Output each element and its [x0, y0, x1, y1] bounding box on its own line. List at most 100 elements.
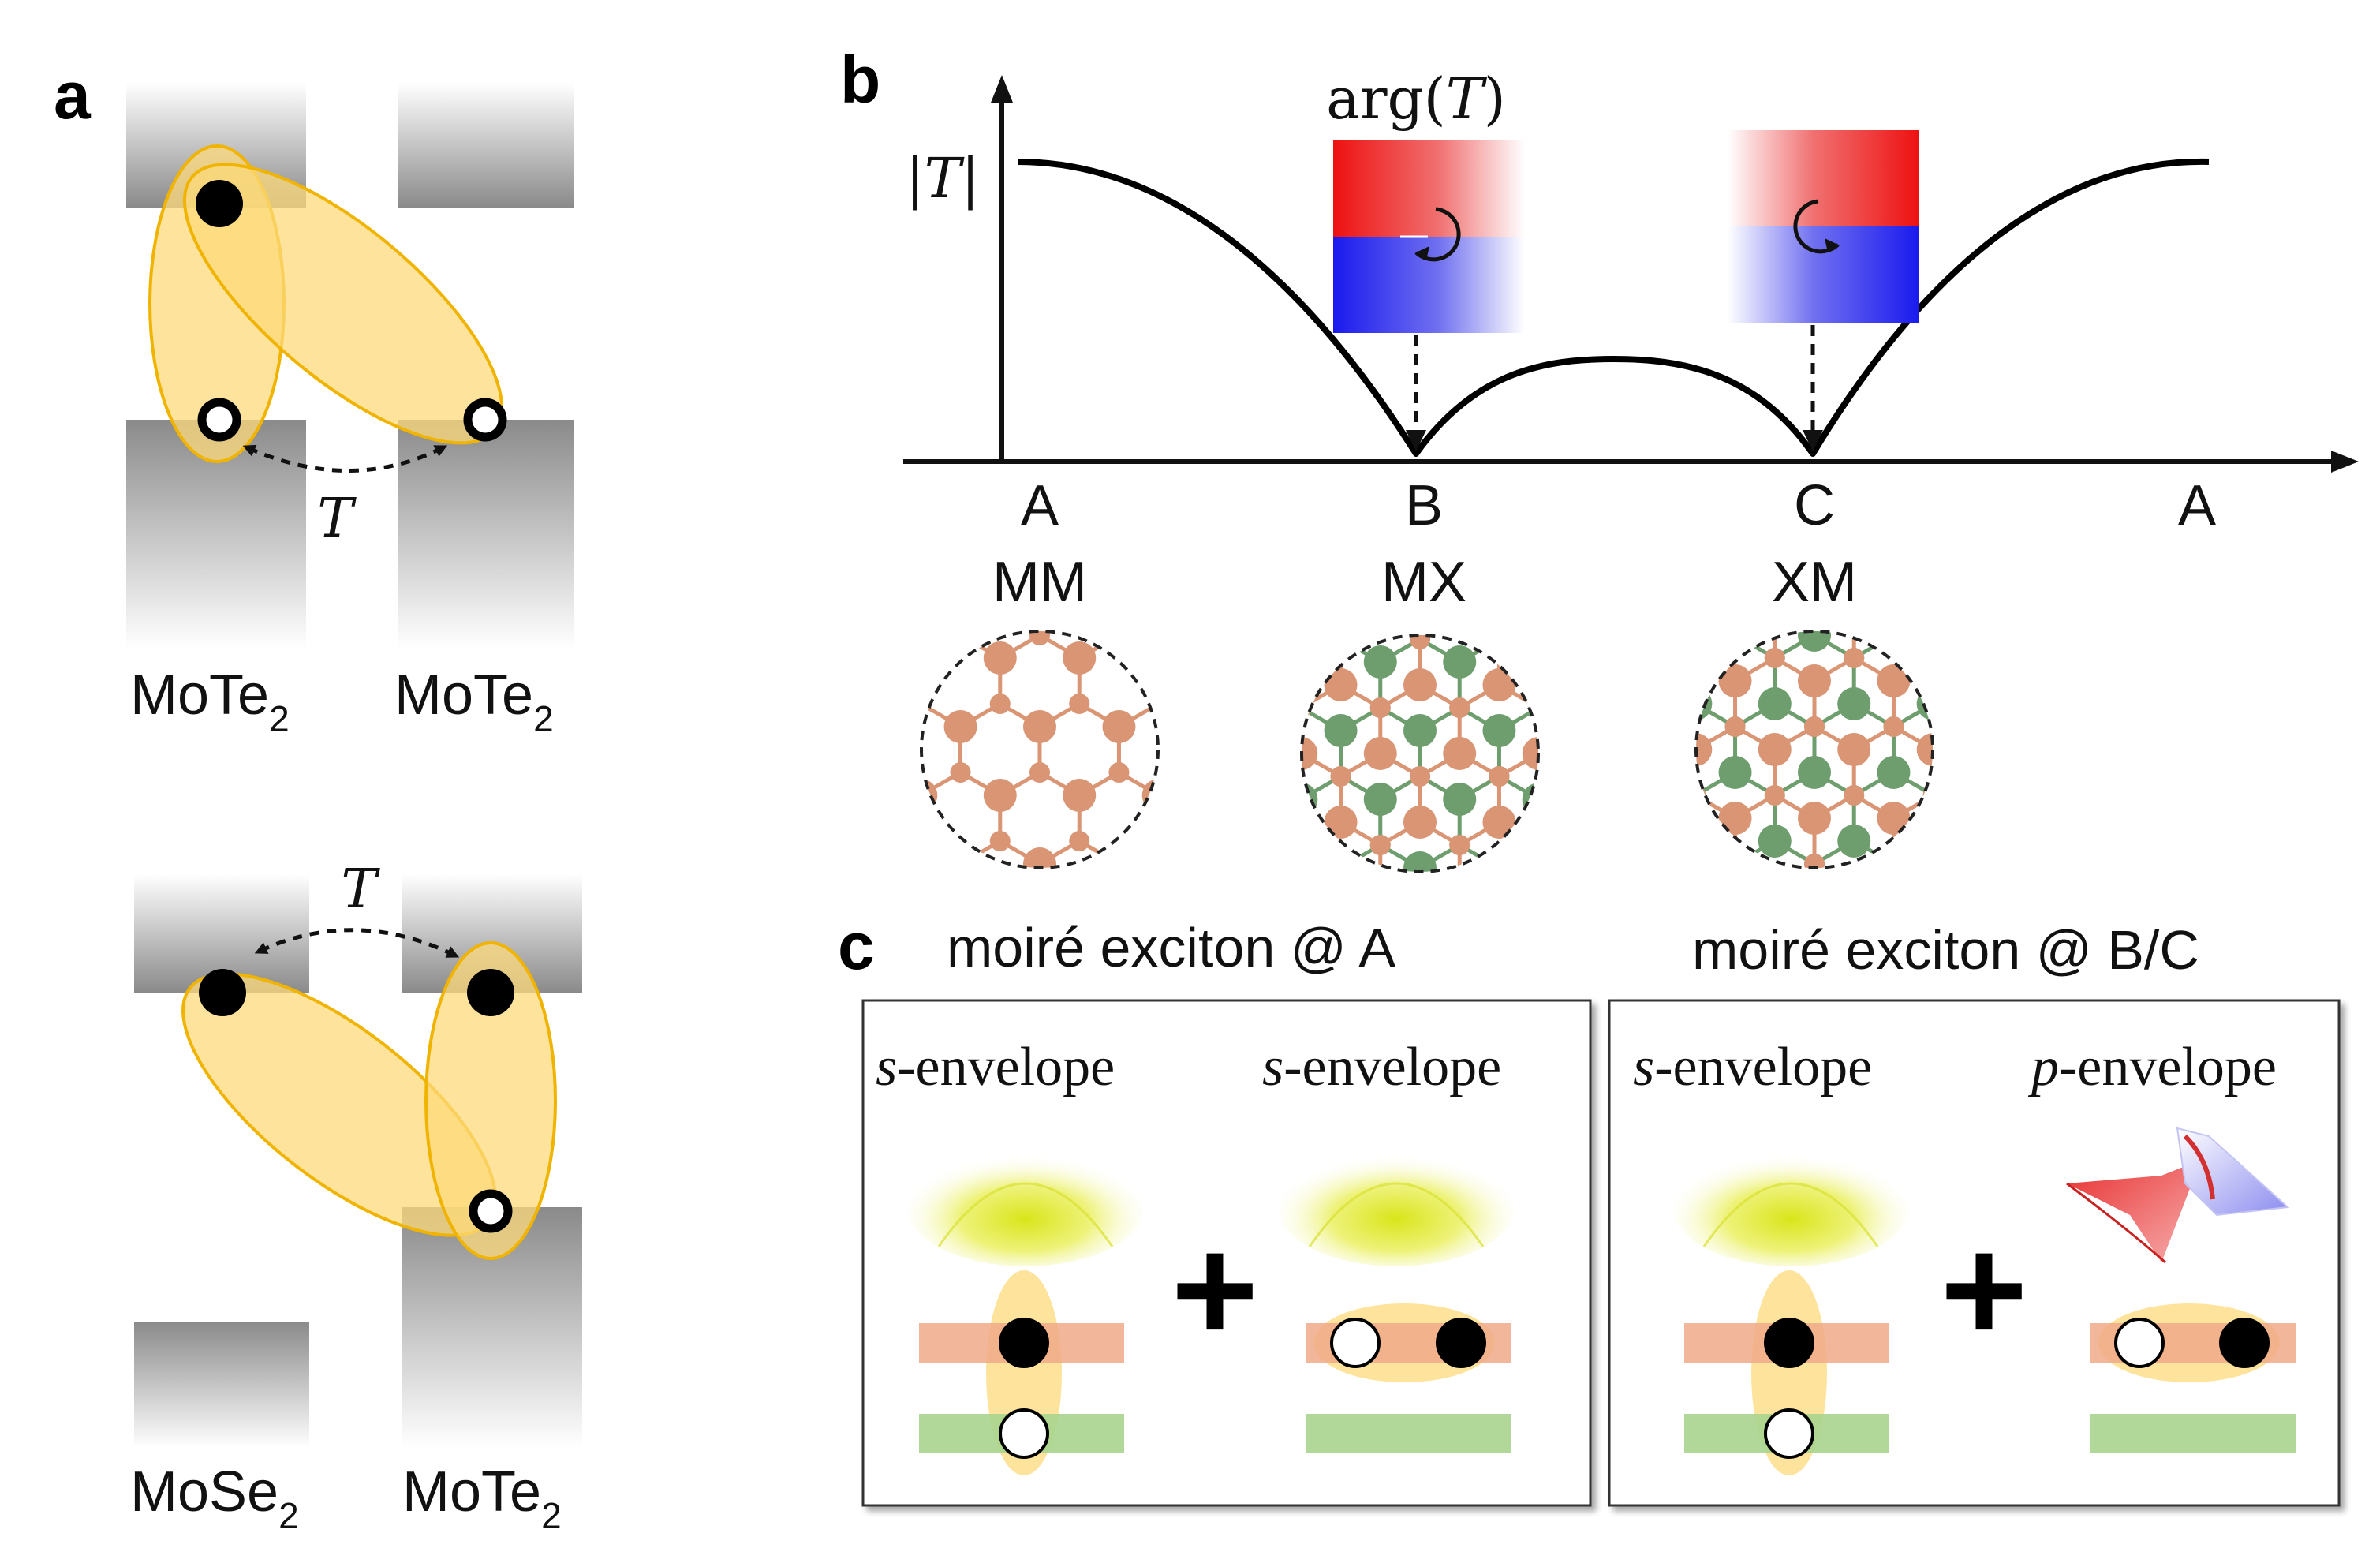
coupling-label-top: T	[317, 488, 357, 550]
electron-dot-icon	[196, 180, 243, 227]
lattice-atom	[983, 779, 1017, 812]
lattice-atom	[1489, 766, 1510, 787]
lattice-atom	[989, 831, 1011, 851]
lattice-atom	[1764, 648, 1785, 668]
lattice-atom	[1443, 783, 1477, 816]
lattice-atom	[1069, 831, 1090, 851]
lattice-atom	[1029, 762, 1050, 783]
lattice-atom	[1798, 631, 1831, 652]
panel-a: a T MoTe2 MoTe2 T Mo	[54, 58, 582, 1536]
envelope-label: s-envelope	[876, 1037, 1115, 1097]
lattice-atom	[1724, 716, 1746, 737]
lattice-atom	[1403, 714, 1437, 747]
lattice-atom	[1718, 802, 1752, 835]
lattice-atom	[1029, 631, 1050, 645]
lattice-atom	[1302, 697, 1312, 718]
lattice-atom	[1837, 825, 1871, 858]
lattice-atom	[1877, 756, 1911, 789]
s-envelope-wavefunction	[1672, 1148, 1909, 1266]
lattice-atom	[1449, 835, 1470, 855]
hole-circle-icon	[469, 1189, 513, 1233]
stacking-label: XM	[1772, 551, 1857, 614]
rotation-arrow-icon	[1793, 199, 1840, 254]
envelope-label: s-envelope	[1262, 1037, 1501, 1097]
coupling-label-bottom: T	[341, 858, 380, 921]
rotation-arrow-icon	[1414, 207, 1461, 262]
lattice-atom	[1141, 779, 1158, 812]
y-axis-label-text: |T|	[906, 146, 980, 211]
lattice-atom	[1883, 716, 1904, 737]
electron-dot-icon	[199, 969, 246, 1016]
lattice-atom	[1443, 645, 1477, 679]
lattice-atom	[1482, 806, 1516, 839]
lattice-atom	[1410, 766, 1430, 787]
lattice-atom	[1798, 664, 1831, 697]
hole-circle-icon	[463, 398, 507, 442]
exciton-intralayer	[424, 941, 557, 1260]
hole-circle-icon	[1764, 1408, 1814, 1459]
lattice-atom	[1363, 645, 1397, 679]
lattice-atom	[1804, 854, 1825, 868]
box-title-bc: moiré exciton @ B/C	[1692, 919, 2199, 981]
lattice-atom	[1844, 785, 1865, 806]
lattice-atom	[921, 779, 938, 812]
lattice-atom	[1758, 733, 1792, 766]
p-envelope-wavefunction	[2066, 1127, 2290, 1264]
lattice-atom	[1108, 762, 1130, 783]
lattice-atom	[1482, 714, 1516, 747]
lattice-atom	[1369, 835, 1391, 855]
envelope-label: s-envelope	[1633, 1037, 1872, 1097]
box-title-a: moiré exciton @ A	[947, 917, 1395, 978]
lattice-atom	[1837, 733, 1871, 766]
plus-icon: +	[1941, 1206, 2028, 1374]
hole-circle-icon	[197, 398, 241, 442]
x-axis-arrow	[2331, 451, 2359, 473]
lattice-atom	[1403, 806, 1437, 839]
lattice-atom	[1363, 737, 1397, 770]
panel-letter-b: b	[840, 43, 880, 117]
panel-letter-c: c	[838, 909, 875, 983]
lattice-atom	[1302, 737, 1318, 770]
lattice-atom	[1363, 783, 1397, 816]
band-top-right-upper	[398, 83, 574, 208]
x-tick-label: B	[1405, 474, 1443, 537]
lattice-atom	[1758, 687, 1792, 720]
lattice-atom	[1798, 756, 1831, 789]
lattice-atom	[1877, 802, 1911, 835]
lattice-atom	[1804, 716, 1825, 737]
lattice-atom	[1482, 668, 1516, 701]
lattice-atom	[1324, 668, 1358, 701]
lattice-atom	[1302, 783, 1318, 816]
tunneling-arrow-bottom	[254, 928, 460, 958]
electron-dot-icon	[467, 969, 514, 1016]
lattice-atom	[1023, 847, 1056, 868]
lattice-atom	[1877, 664, 1911, 697]
lattice-atom	[1844, 648, 1865, 668]
lattice-atom	[1522, 737, 1538, 770]
hole-circle-icon	[2114, 1318, 2165, 1368]
lattice-atom	[1916, 733, 1933, 766]
lattice-atom	[1449, 697, 1470, 718]
lattice-atom	[921, 694, 932, 714]
lattice-atom	[1369, 697, 1391, 718]
lattice-atom	[1324, 714, 1358, 747]
electron-dot-icon	[1764, 1318, 1814, 1368]
lattice-atom	[943, 710, 977, 743]
plus-icon: +	[1171, 1206, 1259, 1374]
lattice-atom	[1403, 851, 1437, 872]
panel-letter-a: a	[54, 58, 92, 133]
lattice-atom	[1324, 806, 1358, 839]
lattice-atom	[950, 762, 971, 783]
electron-dot-icon	[1436, 1318, 1486, 1368]
lattice-atom	[1102, 710, 1136, 743]
panel-c: c moiré exciton @ A moiré exciton @ B/C …	[838, 909, 2341, 1507]
magnitude-curve	[1017, 158, 2210, 457]
band-top-right-lower	[398, 420, 574, 649]
guide-arrow-b	[1406, 430, 1426, 451]
hole-circle-icon	[999, 1408, 1049, 1459]
lattice-atom	[1916, 687, 1933, 720]
lattice-atom	[1063, 641, 1097, 675]
green-layer	[1306, 1414, 1511, 1453]
guide-arrow-c	[1803, 430, 1823, 451]
